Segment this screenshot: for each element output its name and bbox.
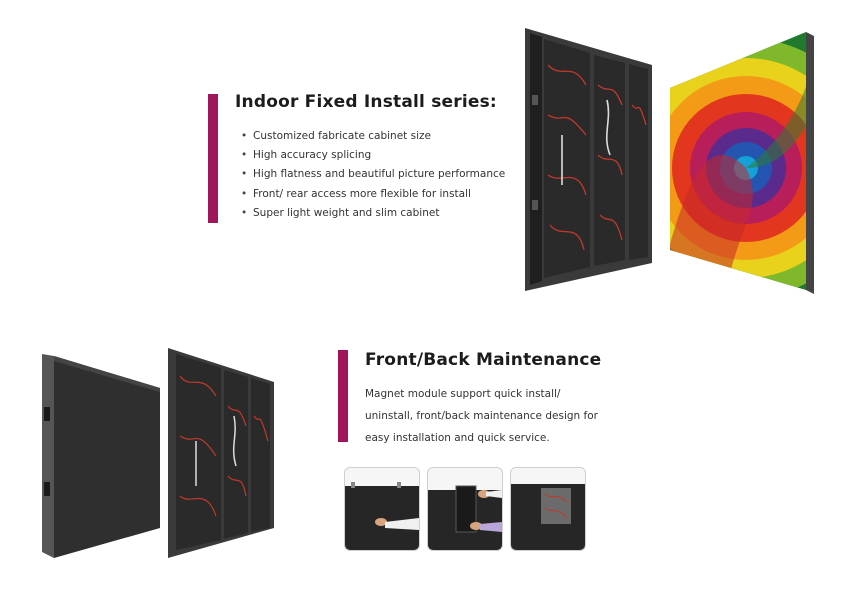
led-cabinet-rear-small-icon xyxy=(168,348,274,558)
install-step-1-thumbnail xyxy=(344,467,420,551)
feature-item: •High flatness and beautiful picture per… xyxy=(241,168,506,181)
feature-item: •Super light weight and slim cabinet xyxy=(241,206,440,219)
section1-title: Indoor Fixed Install series: xyxy=(235,92,497,112)
accent-bar-2 xyxy=(338,350,348,442)
feature-item: •High accuracy splicing xyxy=(241,149,372,162)
feature-list: •Customized fabricate cabinet size •High… xyxy=(241,127,505,223)
install-step-2-thumbnail xyxy=(427,467,503,551)
install-step-2-icon xyxy=(428,485,502,550)
led-cabinet-front-dark-icon xyxy=(42,354,160,558)
section2-title: Front/Back Maintenance xyxy=(365,350,602,370)
accent-bar-1 xyxy=(208,94,218,223)
install-step-3-thumbnail xyxy=(510,467,586,551)
feature-item: •Customized fabricate cabinet size xyxy=(241,130,431,142)
led-panel-swirl-icon xyxy=(670,32,814,294)
led-cabinet-rear-icon xyxy=(525,28,652,291)
install-step-1-icon xyxy=(345,482,419,550)
section2-description: Magnet module support quick install/ uni… xyxy=(365,388,598,444)
feature-item: •Front/ rear access more flexible for in… xyxy=(241,187,471,200)
install-step-3-icon xyxy=(511,484,585,550)
